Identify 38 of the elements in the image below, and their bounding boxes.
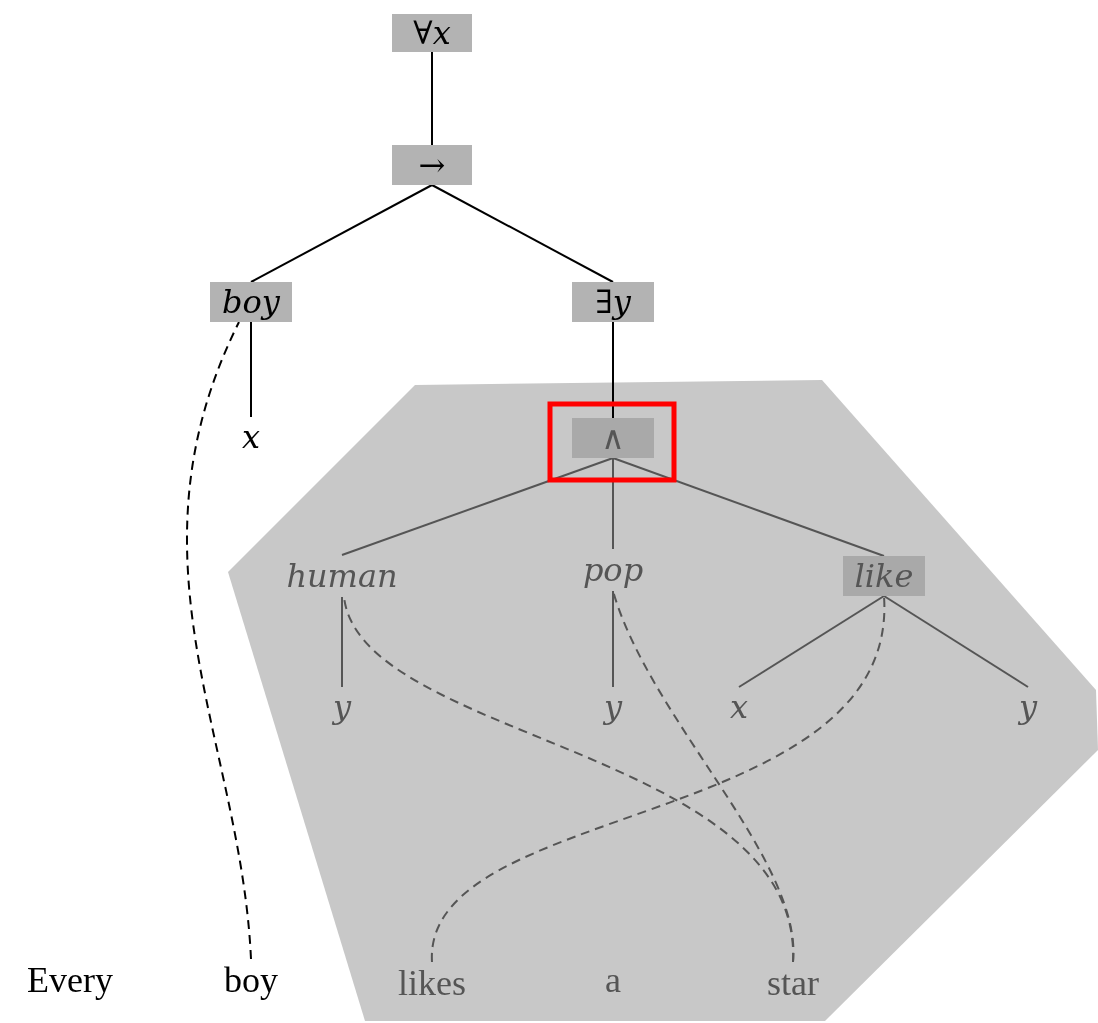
operator-node [392,145,472,185]
predicate-node [210,282,292,322]
variable-label: x [241,421,260,453]
tree-branch [341,457,614,556]
tree-branch [341,596,343,688]
sentence-word: a [605,962,621,998]
sentence-word: boy [224,962,278,998]
variable-label: y [332,691,352,723]
quantifier-node [392,14,472,52]
node-label: ∧ [601,422,625,454]
operator-node [572,418,654,458]
tree-branch [250,321,252,418]
tree-branch [883,595,1029,688]
node-label: → [418,149,446,181]
variable-label: y [603,691,623,723]
node-label: pop [582,554,644,586]
tree-branch [612,457,885,557]
node-label: ∃y [595,286,631,318]
tree-branch [612,321,614,419]
dashed-link [186,321,252,960]
tree-branch [738,595,885,688]
tree-branch [431,51,433,146]
node-label: boy [222,286,280,318]
tree-branch [431,184,614,283]
node-label: ∀x [413,17,451,49]
dashed-link [431,595,885,963]
variable-label: x [729,691,748,723]
node-label: human [286,560,398,592]
tree-branch [250,184,433,283]
sentence-word: likes [398,965,466,1001]
quantifier-node [572,282,654,322]
sentence-word: Every [27,962,113,998]
tree-branch [612,457,614,550]
sentence-word: star [767,965,819,1001]
node-label: like [854,560,914,592]
tree-branch [612,590,614,688]
variable-label: y [1018,691,1038,723]
predicate-node [843,556,925,596]
